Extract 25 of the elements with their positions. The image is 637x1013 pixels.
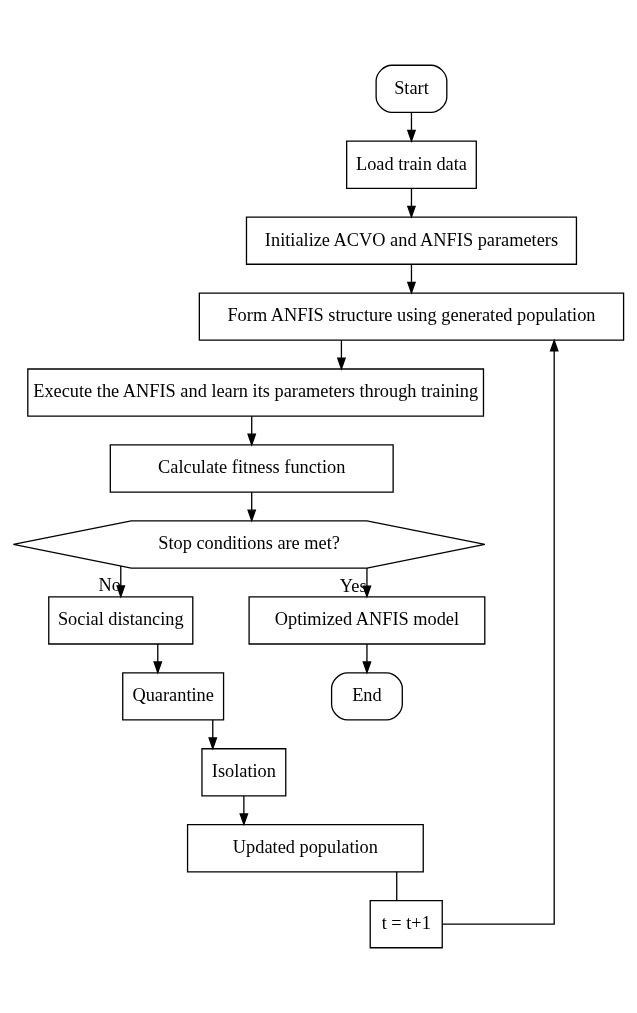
node-box: Optimized ANFIS model [248,596,486,645]
node-box: Start [375,64,448,114]
node-box: Updated population [186,824,424,873]
node-box: Form ANFIS structure using generated population [198,292,625,341]
arrow [153,643,163,675]
node-box: Isolation [201,748,287,797]
node-box: Calculate fitness function [109,444,394,493]
arrow [441,338,559,925]
arrow [336,339,346,371]
arrow [406,263,417,295]
node-box: Social distancing [48,596,194,645]
arrow [406,111,417,143]
node-box: t = t+1 [369,899,443,949]
arrow [247,415,257,447]
node-box: Execute the ANFIS and learn its parameters through training [27,368,485,417]
node-box: Initialize ACVO and ANFIS parameters [245,216,578,265]
arrow [239,795,249,827]
connector [396,871,398,901]
node-box: Load train data [346,140,477,189]
arrow [208,719,218,751]
arrow [247,491,257,523]
node-box: Quarantine [122,672,225,721]
arrow [362,643,372,675]
node-box: End [330,672,403,721]
arrow [406,187,417,219]
